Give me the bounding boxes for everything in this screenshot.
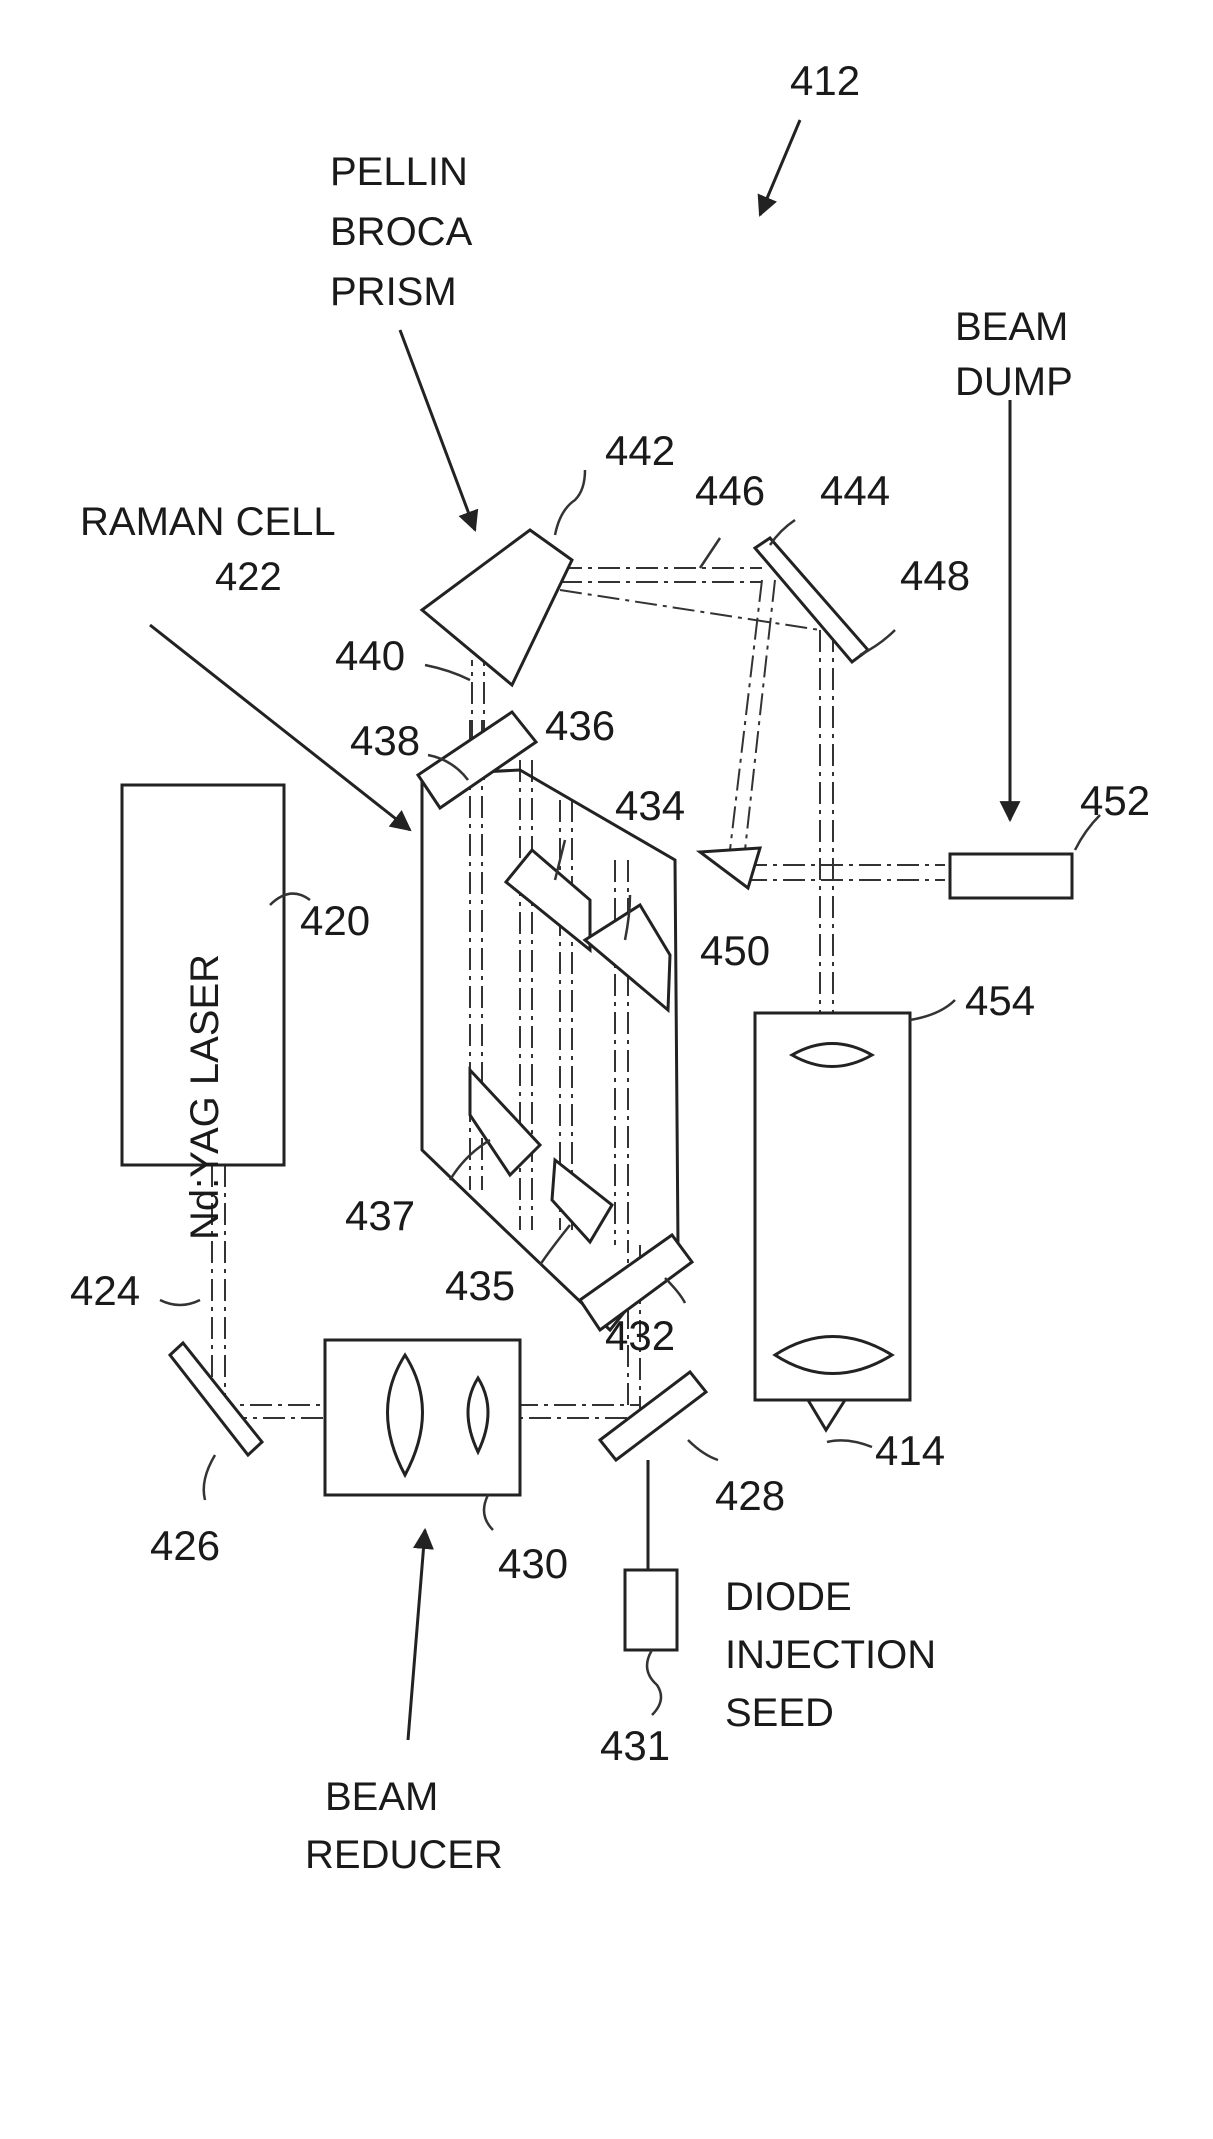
- diode-seed-box: [623, 1568, 679, 1652]
- leader-442: [553, 469, 587, 536]
- reducer-label-2: REDUCER: [305, 1833, 503, 1877]
- ref-454: 454: [965, 977, 1035, 1024]
- ref-452: 452: [1080, 777, 1150, 824]
- prism-450: [695, 846, 763, 891]
- ref-446: 446: [695, 467, 765, 514]
- raman-label-2: 422: [215, 555, 282, 599]
- output-arrow: [806, 1399, 847, 1433]
- leader-432: [664, 1277, 687, 1304]
- diode-label-1: DIODE: [725, 1575, 852, 1619]
- leader-438: [427, 753, 469, 781]
- beam-dump-label-1: BEAM: [955, 305, 1068, 349]
- nd-yag-laser-box: [120, 783, 286, 1167]
- leader-434: [623, 894, 632, 941]
- ref-434: 434: [615, 782, 685, 829]
- beam-dump-label-2: DUMP: [955, 360, 1073, 404]
- ref-424: 424: [70, 1267, 140, 1314]
- ref-436: 436: [545, 702, 615, 749]
- leader-440: [424, 663, 471, 682]
- leader-430: [482, 1494, 494, 1531]
- reducer-label-1: BEAM: [325, 1775, 438, 1819]
- leader-435: [538, 1224, 571, 1266]
- mirror-426: [167, 1340, 265, 1458]
- ref-426: 426: [150, 1522, 220, 1569]
- reducer-lens-small: [466, 1375, 490, 1456]
- ref-435: 435: [445, 1262, 515, 1309]
- ref-431: 431: [600, 1722, 670, 1769]
- prism-436: [503, 847, 592, 954]
- figure-arrow: [757, 119, 802, 217]
- leader-446: [698, 537, 722, 569]
- ref-450: 450: [700, 927, 770, 974]
- ref-444: 444: [820, 467, 890, 514]
- ref-432: 432: [605, 1312, 675, 1359]
- ref-437: 437: [345, 1192, 415, 1239]
- leader-454: [909, 999, 956, 1022]
- leader-424: [159, 1298, 201, 1307]
- prism-434: [582, 902, 672, 1014]
- leader-426: [202, 1454, 217, 1501]
- beam-dump-452: [948, 852, 1074, 900]
- reducer-arrow: [406, 1527, 434, 1741]
- prism-435: [550, 1157, 614, 1245]
- pellin-label-3: PRISM: [330, 270, 457, 314]
- window-438: [415, 709, 539, 811]
- lens-lower: [772, 1335, 895, 1375]
- ref-430: 430: [498, 1540, 568, 1587]
- pellin-arrow: [398, 329, 479, 532]
- telescope-454: [753, 1011, 912, 1402]
- ref-412: 412: [790, 57, 860, 104]
- ref-442: 442: [605, 427, 675, 474]
- ref-414: 414: [875, 1427, 945, 1474]
- ref-420: 420: [300, 897, 370, 944]
- lens-upper: [788, 1042, 876, 1068]
- reducer-lens-large: [386, 1352, 424, 1479]
- window-432: [577, 1232, 695, 1333]
- leader-448: [859, 629, 896, 657]
- leader-452: [1073, 814, 1101, 851]
- raman-label-1: RAMAN CELL: [80, 500, 336, 544]
- mirror-428: [597, 1369, 709, 1463]
- diode-label-2: INJECTION: [725, 1633, 936, 1677]
- pellin-broca-prism-442: [419, 528, 574, 688]
- pellin-label-2: BROCA: [330, 210, 473, 254]
- leader-428: [687, 1439, 719, 1462]
- leader-444: [768, 518, 796, 546]
- leader-414: [826, 1439, 873, 1449]
- prism-437: [468, 1066, 543, 1178]
- ref-438: 438: [350, 717, 420, 764]
- leader-420: [269, 892, 311, 906]
- leader-437: [448, 1138, 491, 1181]
- ref-440: 440: [335, 632, 405, 679]
- laser-label: Nd:YAG LASER: [183, 954, 227, 1240]
- pellin-label-1: PELLIN: [330, 150, 468, 194]
- ref-428: 428: [715, 1472, 785, 1519]
- diode-label-3: SEED: [725, 1691, 834, 1735]
- leader-436: [553, 839, 567, 881]
- raman-arrow: [149, 623, 412, 832]
- ref-448: 448: [900, 552, 970, 599]
